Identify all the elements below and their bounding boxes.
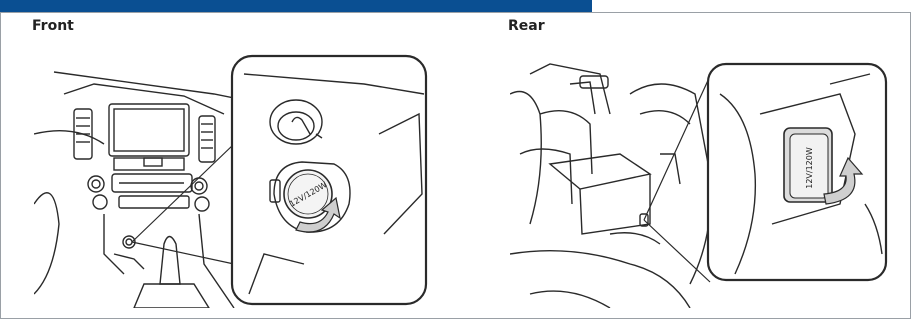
rear-cap-marking: 12V/120W xyxy=(805,147,814,189)
front-title: Front xyxy=(32,18,74,34)
front-illustration: 12V/120W xyxy=(34,54,434,308)
header-bar xyxy=(0,0,592,12)
rear-illustration: 12V/120W xyxy=(510,54,890,308)
rear-title: Rear xyxy=(508,18,545,34)
